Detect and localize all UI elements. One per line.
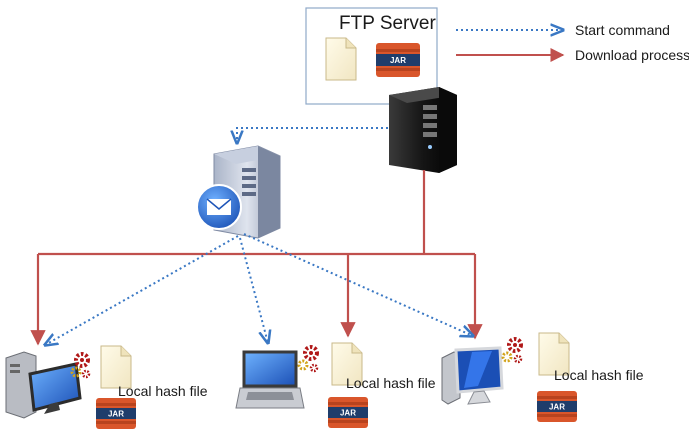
desktop-pc-icon <box>5 351 82 419</box>
gears-icon <box>501 337 523 364</box>
start-command-link-ftp-to-mail <box>237 127 388 143</box>
tower-server-icon <box>389 87 457 173</box>
jar-label: JAR <box>108 410 124 419</box>
jar-package-icon: JAR <box>537 391 577 422</box>
legend-download-process-label: Download process <box>575 47 689 63</box>
laptop-icon <box>235 350 305 409</box>
mail-envelope-icon <box>196 184 242 230</box>
start-command-link-client-2 <box>239 237 268 343</box>
legend-start-command-label: Start command <box>575 22 670 38</box>
jar-label: JAR <box>549 403 565 412</box>
gears-icon <box>297 345 319 373</box>
jar-package-icon: JAR <box>96 398 136 429</box>
document-icon <box>538 332 570 376</box>
jar-label: JAR <box>390 56 406 65</box>
client-1-hash-label: Local hash file <box>118 383 208 399</box>
jar-label: JAR <box>340 409 356 418</box>
start-command-link-client-1 <box>45 235 239 345</box>
document-icon <box>325 37 357 81</box>
client-2-hash-label: Local hash file <box>346 375 436 391</box>
jar-package-icon: JAR <box>376 43 420 77</box>
document-icon <box>100 345 132 389</box>
ftp-server-title: FTP Server <box>339 13 436 34</box>
start-command-link-client-3 <box>243 233 473 336</box>
document-icon <box>331 342 363 386</box>
gears-icon <box>70 352 91 379</box>
jar-package-icon: JAR <box>328 397 368 428</box>
client-3-hash-label: Local hash file <box>554 367 644 383</box>
mail-server-icon <box>213 145 281 239</box>
workstation-icon <box>441 346 504 405</box>
